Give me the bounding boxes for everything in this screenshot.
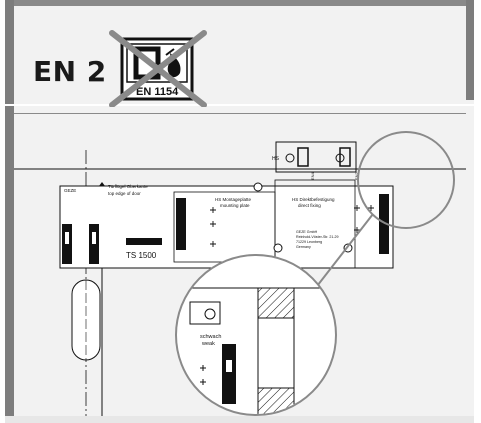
panel-top-border	[5, 0, 474, 6]
plate-block-left	[176, 198, 186, 250]
tag-line-2: Reinhold-Vöster-Str. 21-29	[296, 235, 339, 239]
installation-drawing: HS EN4 EN2 GEZE Türflügel Oberkante top …	[14, 131, 466, 420]
hs-label: HS	[272, 156, 280, 162]
weak-label-en: weak	[201, 341, 215, 347]
detail-magnify-circle	[175, 254, 337, 416]
door-top-label-de: Türflügel Oberkante	[108, 184, 148, 189]
ts-badge	[126, 238, 162, 245]
door-top-label-en: top edge of door	[108, 191, 141, 196]
panel-left-border	[5, 0, 14, 423]
en4-label: EN4	[310, 171, 315, 180]
tag-line-4: Germany	[296, 245, 311, 249]
panel-right-border	[466, 0, 474, 100]
sign-standard-text: EN 1154	[136, 86, 179, 98]
left-brand-tag: GEZE	[64, 188, 76, 193]
direct-fixing-outline	[274, 179, 356, 269]
cross-line-2	[109, 30, 207, 107]
weak-label-de: schwach	[200, 334, 221, 340]
plate-block-right	[379, 194, 389, 254]
section-divider	[5, 104, 474, 106]
en1154-crossed-sign-icon: EN 1154	[109, 30, 207, 107]
classification-label: EN 2	[33, 55, 107, 88]
callout-connector	[313, 213, 374, 291]
template-outline	[59, 185, 394, 269]
mounting-plate-label-de: HS Montageplatte	[215, 197, 252, 202]
ts-model-label: TS 1500	[126, 251, 157, 260]
small-detail-circle	[357, 131, 455, 229]
tag-line-1: GEZE GmbH	[296, 230, 318, 234]
en2-label: EN2	[354, 171, 359, 180]
drawing-top-rule	[14, 113, 466, 114]
hs-bracket	[275, 141, 357, 173]
panel-bottom-strip	[5, 416, 474, 423]
direct-fixing-label-en: direct fixing	[298, 203, 321, 208]
direct-fixing-label-de: HS Direktbefestigung	[292, 197, 335, 202]
mounting-plate-label-en: mounting plate	[220, 203, 250, 208]
tag-line-3: 71229 Leonberg	[296, 240, 322, 244]
